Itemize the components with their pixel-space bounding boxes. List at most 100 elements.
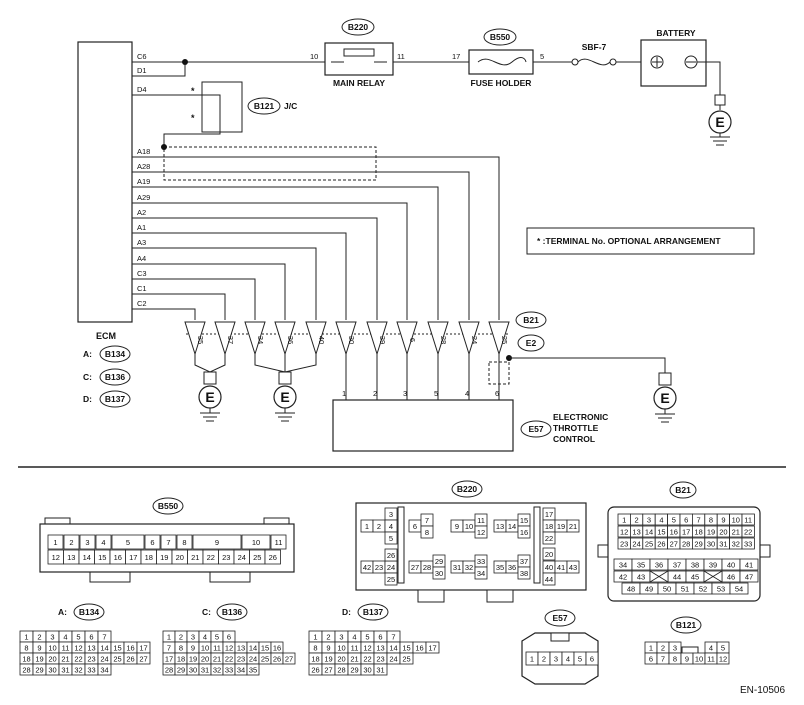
joint-pin-triangle [396, 321, 418, 356]
pin-number: 10 [695, 654, 703, 663]
joint-pin-triangle [214, 321, 236, 356]
ecm-ref-code-d: B137 [105, 394, 126, 404]
pin-number: 12 [620, 527, 628, 536]
pin-number: 29 [35, 665, 43, 674]
pin-number: 30 [707, 539, 715, 548]
throttle-label-line2: THROTTLE [553, 423, 599, 433]
pin-number: 18 [177, 654, 185, 663]
ecm-ref-code-a: B134 [105, 349, 126, 359]
pin-number: 5 [672, 515, 676, 524]
pin-number: 2 [661, 643, 665, 652]
main-relay-pin-in: 10 [310, 52, 318, 61]
pin-number: 10 [337, 643, 345, 652]
pin-number: 23 [87, 654, 95, 663]
pin-number: 21 [569, 522, 577, 531]
connector-ear-left [597, 544, 608, 558]
pin-number: 21 [350, 654, 358, 663]
pin-number: 31 [376, 665, 384, 674]
pin-number: 6 [89, 632, 93, 641]
wire-a1 [132, 232, 347, 320]
ecm-pin: C2 [137, 299, 147, 308]
pin-number: 30 [435, 569, 443, 578]
pin-number: 26 [657, 539, 665, 548]
joint-pin-triangle [458, 321, 480, 356]
pin-number: 31 [453, 563, 461, 572]
pin-number: 5 [578, 654, 582, 663]
ecm-ref-oval-a [99, 345, 131, 363]
pin-number: 1 [649, 643, 653, 652]
joint-ref-oval-b21 [515, 311, 547, 329]
joint-pin-labels: 35 37 34 36 40 30 39 6 28 24 25 [196, 336, 509, 344]
pin-number: 36 [655, 560, 663, 569]
pin-number: 47 [745, 572, 753, 581]
pin-number: 3 [389, 510, 393, 519]
pin-number: 38 [520, 569, 528, 578]
pin-number: 27 [411, 563, 419, 572]
pin-number: 5 [389, 534, 393, 543]
pin-number: 30 [363, 665, 371, 674]
throttle-ref-oval [520, 420, 552, 438]
wire-a4 [132, 263, 286, 320]
connector-code: E57 [552, 613, 567, 623]
pin-cell [160, 534, 177, 550]
pin-cell [425, 641, 440, 654]
pin-number: 44 [673, 572, 681, 581]
joint-pin-label: 37 [226, 336, 235, 344]
pin-number: 12 [52, 553, 60, 562]
pin-number: 2 [37, 632, 41, 641]
pin-number: 6 [150, 538, 154, 547]
pin-number: 19 [557, 522, 565, 531]
pin-number: 1 [530, 654, 534, 663]
ecm-pin: A28 [137, 162, 150, 171]
pin-number: 38 [691, 560, 699, 569]
jc-label: J/C [284, 101, 297, 111]
ecm-connector-refs: A: B134 C: B136 D: B137 [83, 345, 131, 408]
ground-symbol-battery [710, 133, 730, 146]
pin-number: 14 [508, 522, 516, 531]
pin-number: 10 [252, 538, 260, 547]
ecm-pin: A19 [137, 177, 150, 186]
wire-a18 [132, 156, 500, 320]
pin-number: 9 [685, 654, 689, 663]
pin-number: 27 [324, 665, 332, 674]
shield-drain-splice [161, 144, 167, 150]
connector-prefix: C: [202, 607, 211, 617]
pin-number: 4 [101, 538, 105, 547]
throttle-pin-label: 1 [342, 389, 346, 398]
pin-number: 25 [645, 539, 653, 548]
joint-pin-label: 25 [500, 336, 509, 344]
pin-cell [741, 513, 755, 526]
pin-cell [97, 663, 112, 676]
fuse-holder-code: B550 [490, 32, 511, 42]
connector-tab-right [263, 517, 290, 524]
connector-latch-right [486, 589, 514, 603]
pin-number: 4 [389, 522, 393, 531]
ecm-pin: D1 [137, 66, 147, 75]
pin-number: 10 [201, 643, 209, 652]
pin-number: 24 [249, 654, 257, 663]
pin-number: 9 [721, 515, 725, 524]
main-relay-pin-out: 11 [397, 52, 405, 61]
connector-tab-left [44, 517, 71, 524]
connector-code: B136 [222, 607, 243, 617]
pin-number: 16 [520, 528, 528, 537]
joint-pin-label: 35 [196, 336, 205, 344]
pin-number: 12 [74, 643, 82, 652]
joint-pin-label: 24 [470, 336, 479, 344]
pin-number: 11 [213, 643, 221, 652]
pin-cell [566, 519, 580, 533]
pin-number: 20 [545, 550, 553, 559]
pin-number: 25 [113, 654, 121, 663]
wire-a2 [132, 217, 378, 320]
pin-cell [432, 566, 446, 580]
pin-number: 7 [425, 516, 429, 525]
pin-number: 9 [215, 538, 219, 547]
pin-number: 40 [545, 563, 553, 572]
joint-code-b21: B21 [523, 315, 539, 325]
pin-number: 32 [465, 563, 473, 572]
